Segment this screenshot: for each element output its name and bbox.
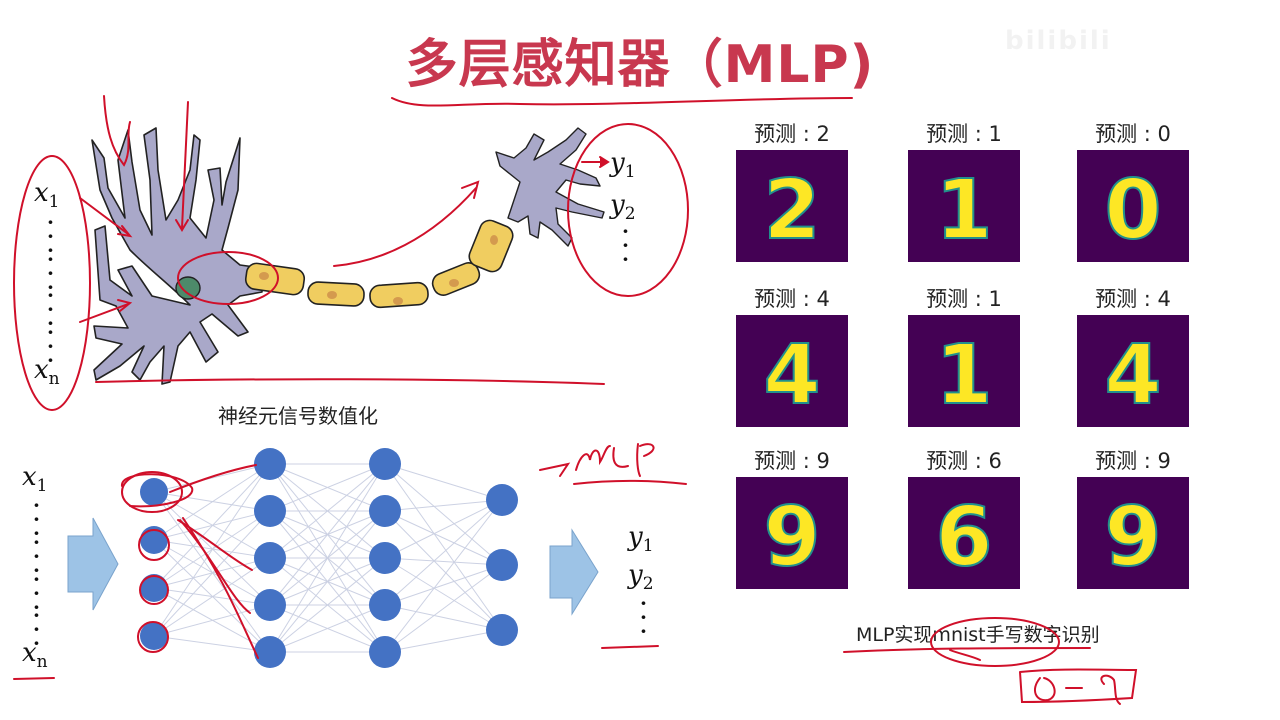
mnist-digit-image: 1 <box>908 150 1020 262</box>
prediction-label: 预测 : 9 <box>1095 449 1171 473</box>
network-node <box>369 448 401 480</box>
network-node <box>140 478 168 506</box>
watermark-logo: bilibili <box>1005 26 1112 56</box>
network-node <box>254 448 286 480</box>
mlp-output-y1: y1 <box>628 522 654 557</box>
mnist-digit-image: 1 <box>908 315 1020 427</box>
prediction-label: 预测 : 0 <box>1095 122 1171 146</box>
neuron-input-x1: x1 <box>34 178 60 213</box>
prediction-label: 预测 : 4 <box>754 287 830 311</box>
mlp-network-diagram <box>67 448 599 668</box>
network-node <box>486 614 518 646</box>
network-edges <box>153 463 503 653</box>
input-arrow-icon <box>67 517 119 611</box>
svg-text:0: 0 <box>1104 163 1161 258</box>
network-node <box>254 542 286 574</box>
prediction-label: 预测 : 4 <box>1095 287 1171 311</box>
mnist-prediction-grid: 预测 : 2 2 预测 : 1 1 预测 : 0 0 预测 : 4 4 预测 : 1 1 预测 : … <box>736 118 1196 598</box>
mlp-vdots-4: ··· <box>33 603 40 655</box>
mnist-digit-image: 4 <box>1077 315 1189 427</box>
network-node <box>369 542 401 574</box>
neuron-input-xn: xn <box>34 355 60 390</box>
nucleus-icon <box>175 276 201 300</box>
network-node <box>140 526 168 554</box>
mnist-digit-image: 9 <box>1077 477 1189 589</box>
network-node <box>140 574 168 602</box>
prediction-label: 预测 : 2 <box>754 122 830 146</box>
prediction-label: 预测 : 1 <box>926 287 1002 311</box>
network-node <box>254 636 286 668</box>
network-node <box>140 622 168 650</box>
mlp-vdots-out: ··· <box>640 591 647 643</box>
mnist-digit-image: 6 <box>908 477 1020 589</box>
svg-text:9: 9 <box>763 490 820 585</box>
svg-text:4: 4 <box>763 328 820 423</box>
output-arrow-icon <box>549 528 599 616</box>
mlp-input-xn: xn <box>22 638 48 673</box>
svg-text:4: 4 <box>1104 328 1161 423</box>
mnist-digit-image: 0 <box>1077 150 1189 262</box>
svg-text:2: 2 <box>763 163 820 258</box>
network-node <box>254 495 286 527</box>
page-title: 多层感知器（MLP) <box>405 35 875 95</box>
network-node <box>254 589 286 621</box>
svg-text:6: 6 <box>935 490 992 585</box>
prediction-label: 预测 : 6 <box>926 449 1002 473</box>
network-node <box>369 589 401 621</box>
prediction-label: 预测 : 9 <box>754 449 830 473</box>
neuron-caption: 神经元信号数值化 <box>218 404 378 428</box>
vdots-out: ··· <box>622 219 629 271</box>
mlp-input-x1: x1 <box>22 462 48 497</box>
mnist-caption: MLP实现mnist手写数字识别 <box>856 624 1100 646</box>
mlp-vdots-2: ··· <box>33 530 40 582</box>
neuron-output-y1: y1 <box>610 148 636 183</box>
svg-text:1: 1 <box>935 328 992 423</box>
svg-text:9: 9 <box>1104 490 1161 585</box>
prediction-label: 预测 : 1 <box>926 122 1002 146</box>
mlp-vdots-3: ··· <box>33 567 40 619</box>
network-node <box>486 549 518 581</box>
network-node <box>486 484 518 516</box>
mnist-digit-image: 9 <box>736 477 848 589</box>
neuron-illustration <box>91 127 605 385</box>
mnist-digit-image: 2 <box>736 150 848 262</box>
mnist-digit-image: 4 <box>736 315 848 427</box>
mlp-vdots-1: ··· <box>33 493 40 545</box>
svg-text:1: 1 <box>935 163 992 258</box>
network-node <box>369 495 401 527</box>
network-node <box>369 636 401 668</box>
mlp-output-y2: y2 <box>628 560 654 595</box>
